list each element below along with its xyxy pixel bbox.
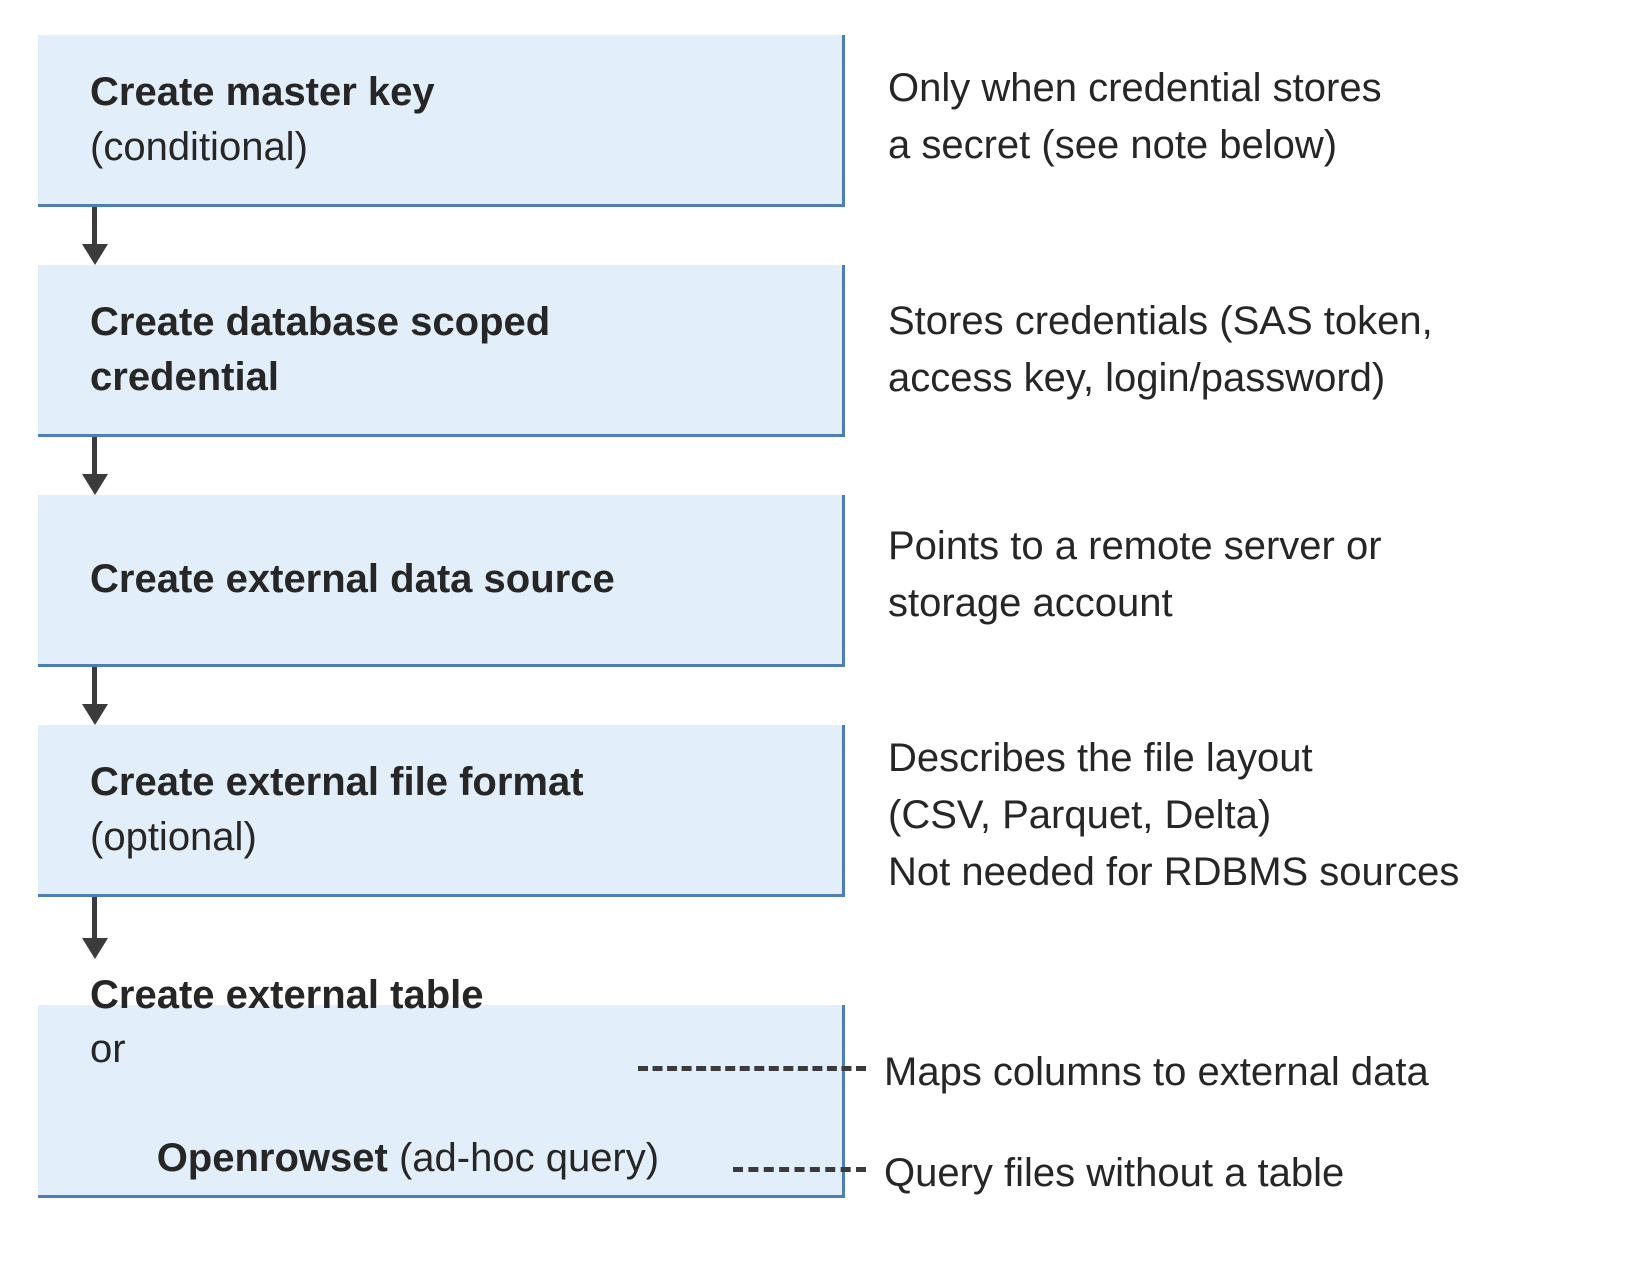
openrowset-qualifier: (ad-hoc query) [387,1136,660,1181]
note-create-external-table: Maps columns to external data [884,1050,1429,1094]
step-2-title-line2: credential [90,354,279,399]
dashed-connector-openrowset [733,1167,866,1172]
step-1-title: Create master key [90,70,435,115]
arrow-step4-to-step5 [82,897,108,959]
flow-step-create-external-file-format: Create external file format (optional) [38,725,845,897]
flow-step-create-master-key: Create master key (conditional) [38,35,845,207]
arrow-step3-to-step4 [82,667,108,725]
step-1-subtitle: (conditional) [90,124,308,169]
note-openrowset: Query files without a table [884,1151,1345,1195]
step-4-title: Create external file format [90,760,584,805]
step-5-title-external-table: Create external table [90,973,484,1018]
arrow-step1-to-step2 [82,207,108,265]
note-create-external-data-source: Points to a remote server or storage acc… [888,524,1382,625]
step-3-title: Create external data source [90,557,615,602]
openrowset-keyword: Openrowset [156,1136,388,1181]
step-4-subtitle: (optional) [90,814,257,859]
flow-step-create-external-table-or-openrowset: Create external table or Openrowset (ad-… [38,973,845,1198]
step-5-title-openrowset: Openrowset (ad-hoc query) [90,1077,842,1240]
note-create-external-file-format: Describes the file layout (CSV, Parquet,… [888,736,1460,894]
note-create-database-scoped-credential: Stores credentials (SAS token, access ke… [888,299,1433,400]
flow-step-create-database-scoped-credential: Create database scoped credential [38,265,845,437]
dashed-connector-external-table [638,1066,866,1071]
arrow-step2-to-step3 [82,437,108,495]
step-5-connector-word-or: or [90,1027,126,1072]
step-2-title-line1: Create database scoped [90,300,551,345]
flow-step-create-external-data-source: Create external data source [38,495,845,667]
note-create-master-key: Only when credential stores a secret (se… [888,66,1382,167]
